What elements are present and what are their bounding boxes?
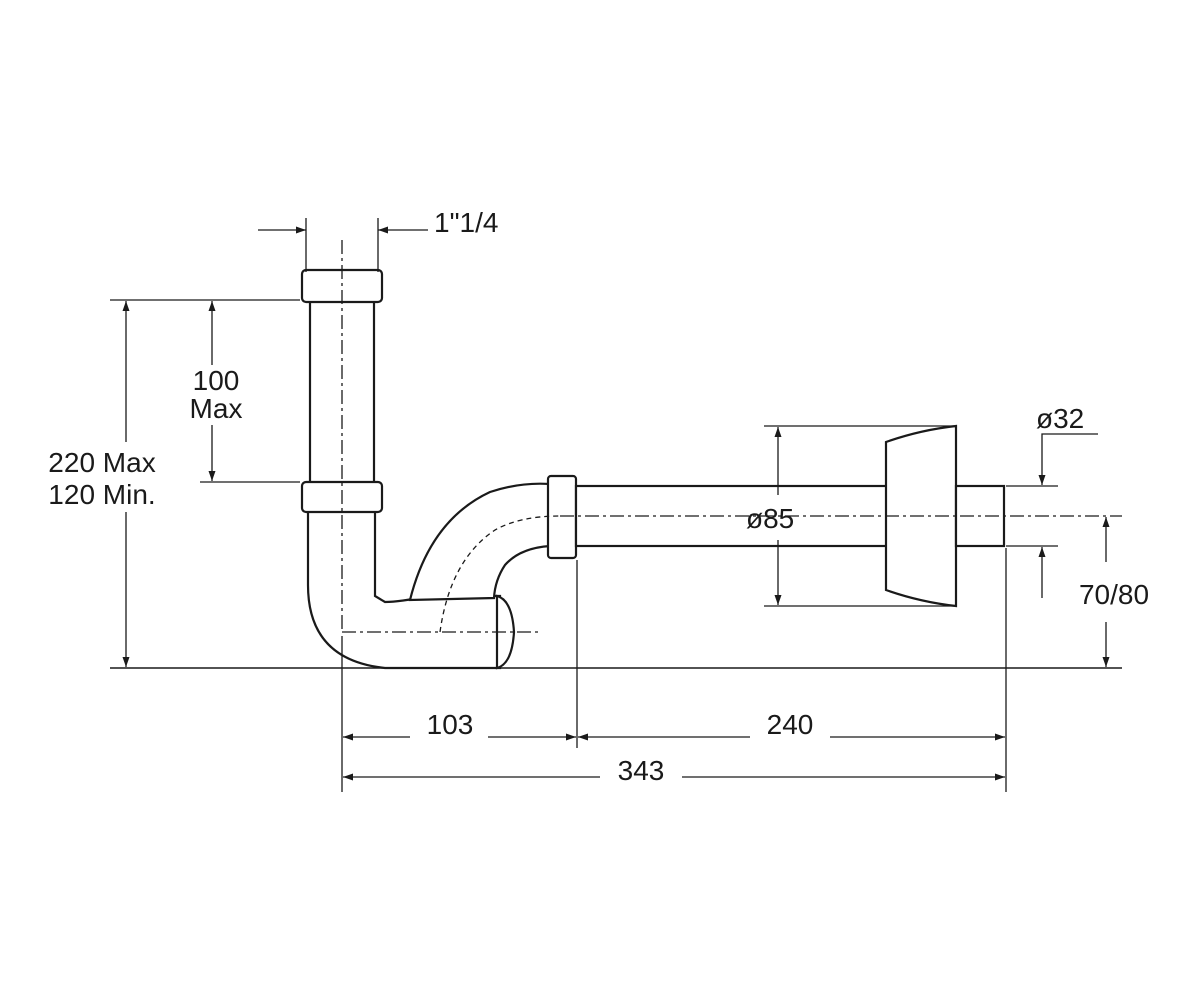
trap-body [300,268,516,670]
arm-length-label: 240 [767,709,814,740]
dim-thread: 1"1/4 [258,207,498,272]
riser-max-number: 100 [193,365,240,396]
dim-horizontal: 103 240 343 [341,548,1007,792]
trap-width-label: 103 [427,709,474,740]
dim-riser-max: 100 Max [190,299,300,483]
riser-max-word: Max [190,393,243,424]
dim-height: 220 Max 120 Min. [48,299,200,667]
trap-elbow [306,508,502,670]
dim-rosette-diameter: ø85 [746,425,954,607]
thread-label: 1"1/4 [434,207,498,238]
outlet-height-label: 70/80 [1079,579,1149,610]
outlet-bend [408,474,578,602]
height-min-label: 120 Min. [48,479,155,510]
rosette-diameter-label: ø85 [746,503,794,534]
bend-nut [546,474,578,560]
dim-outlet-diameter: ø32 [1006,403,1098,598]
total-length-label: 343 [618,755,665,786]
dim-outlet-height: 70/80 [1079,517,1149,667]
height-max-label: 220 Max [48,447,155,478]
outlet-diameter-label: ø32 [1036,403,1084,434]
